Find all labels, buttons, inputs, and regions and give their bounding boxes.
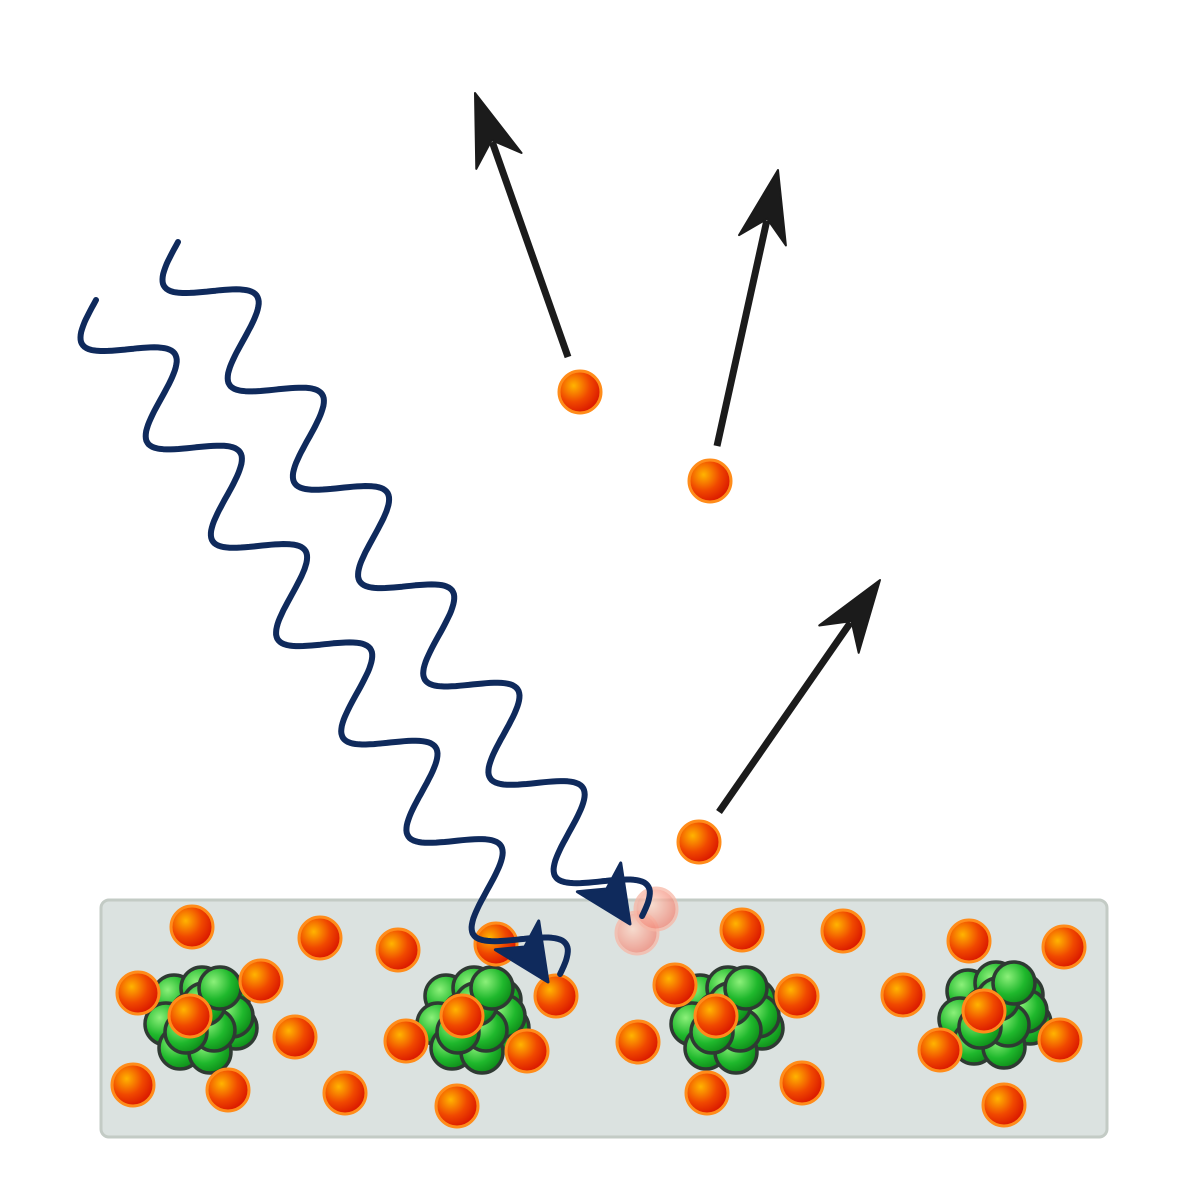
free-electron-icon — [272, 1014, 318, 1060]
light-wave-icon — [159, 239, 653, 926]
free-electron-icon — [652, 962, 698, 1008]
free-electron-icon — [533, 973, 579, 1019]
free-electron-icon — [1037, 1017, 1083, 1063]
free-electron-icon — [110, 1062, 156, 1108]
free-electron-icon — [1041, 924, 1087, 970]
free-electron-icon — [981, 1082, 1027, 1128]
conduction-electrons — [110, 904, 1087, 1129]
free-electron-icon — [946, 918, 992, 964]
nucleon-icon — [723, 965, 769, 1011]
bound-electron-icon — [439, 993, 485, 1039]
free-electron-icon — [169, 904, 215, 950]
bound-electron-icon — [693, 993, 739, 1039]
free-electron-icon — [615, 1019, 661, 1065]
free-electron-icon — [917, 1027, 963, 1073]
free-electron-icon — [504, 1028, 550, 1074]
ejecting-electron-icon — [633, 886, 679, 932]
nucleon-icon — [991, 960, 1037, 1006]
free-electron-icon — [880, 972, 926, 1018]
ejected-electron-icon — [687, 458, 733, 504]
free-electron-icon — [820, 908, 866, 954]
light-wave-icon — [77, 297, 571, 984]
free-electron-icon — [383, 1018, 429, 1064]
free-electron-icon — [115, 970, 161, 1016]
free-electron-icon — [205, 1067, 251, 1113]
free-electron-icon — [719, 907, 765, 953]
bound-electron-icon — [961, 988, 1007, 1034]
free-electron-icon — [779, 1060, 825, 1106]
free-electron-icon — [238, 958, 284, 1004]
metal-atoms — [143, 960, 1053, 1075]
free-electron-icon — [322, 1070, 368, 1116]
atom-nucleus-icon — [415, 965, 531, 1075]
ejected-electron-icon — [557, 369, 603, 415]
free-electron-icon — [434, 1083, 480, 1129]
free-electron-icon — [774, 973, 820, 1019]
velocity-arrow-icon — [716, 579, 881, 814]
ejected-electron-icon — [676, 819, 722, 865]
free-electron-icon — [375, 927, 421, 973]
bound-electron-icon — [167, 993, 213, 1039]
ejected-electrons — [474, 92, 881, 865]
velocity-arrow-icon — [474, 92, 572, 359]
free-electron-icon — [684, 1070, 730, 1116]
electron-ejection-site — [614, 886, 679, 956]
wave-arrowhead — [493, 919, 550, 984]
wave-arrowhead — [575, 861, 632, 926]
free-electron-icon — [297, 915, 343, 961]
incident-light-waves — [77, 239, 653, 984]
nucleon-icon — [469, 965, 515, 1011]
velocity-arrow-icon — [713, 169, 787, 447]
